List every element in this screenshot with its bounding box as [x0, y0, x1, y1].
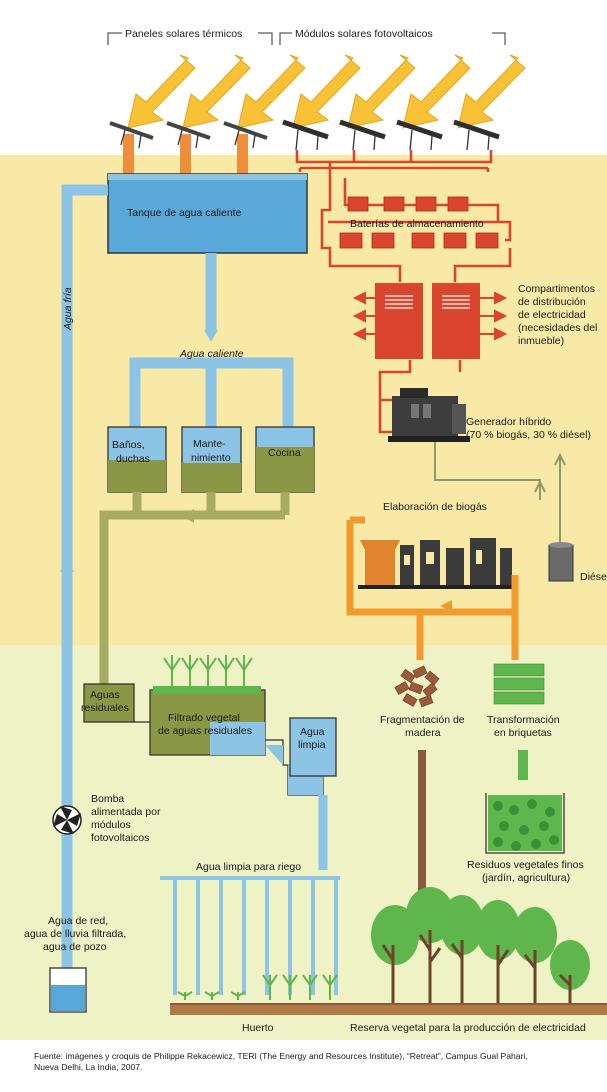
- svg-text:Fragmentación de: Fragmentación de: [380, 714, 465, 726]
- reeds: [163, 655, 253, 686]
- svg-text:Generador híbrido: Generador híbrido: [466, 416, 551, 428]
- svg-text:duchas: duchas: [116, 453, 150, 465]
- wood-feed: [418, 750, 426, 895]
- svg-text:Mante-: Mante-: [193, 438, 226, 450]
- svg-text:alimentada por: alimentada por: [91, 806, 161, 818]
- pump-icon: [52, 805, 82, 835]
- ground-strip: [170, 1003, 607, 1015]
- distribution-label: Compartimentos de distribución de electr…: [518, 283, 597, 347]
- svg-text:limpia: limpia: [298, 739, 326, 751]
- residue-bin: [485, 793, 565, 854]
- room-labels: Baños, duchas Mante- nimiento Cocina: [112, 438, 301, 465]
- biogas-label: Elaboración de biogás: [383, 501, 487, 513]
- svg-text:(jardín, agricultura): (jardín, agricultura): [482, 872, 570, 884]
- svg-text:Aguas: Aguas: [90, 689, 120, 701]
- svg-text:Transformación: Transformación: [487, 714, 560, 726]
- pump-label: Bomba alimentada por módulos fotovoltaic…: [91, 793, 161, 844]
- briquettes: [493, 663, 545, 705]
- water-source-label: Agua de red, agua de lluvia filtrada, ag…: [24, 915, 126, 953]
- reserve-label: Reserva vegetal para la producción de el…: [350, 1022, 586, 1034]
- wood-label: Fragmentación de madera: [380, 714, 465, 739]
- svg-text:Fuente: imágenes y croquis de: Fuente: imágenes y croquis de Philippe R…: [34, 1051, 528, 1061]
- biogas-plant: [346, 516, 519, 616]
- svg-text:agua de pozo: agua de pozo: [43, 941, 107, 953]
- svg-text:fotovoltaicos: fotovoltaicos: [91, 832, 149, 844]
- rooms: [107, 426, 315, 493]
- hot-water-tank: [107, 173, 308, 254]
- svg-text:Agua: Agua: [300, 726, 325, 738]
- ground-strip-top: [170, 1003, 607, 1005]
- sun-arrows: [127, 54, 526, 129]
- pv-modules-label: Módulos solares fotovoltaicos: [295, 28, 433, 40]
- svg-text:Baños,: Baños,: [112, 439, 145, 451]
- pv-panels: [282, 119, 500, 151]
- svg-text:Compartimentos: Compartimentos: [518, 283, 595, 295]
- residue-feed: [518, 750, 528, 780]
- diesel-tank: [548, 542, 574, 582]
- svg-text:(70 % biogás, 30 % diésel): (70 % biogás, 30 % diésel): [466, 429, 591, 441]
- wastewater-arrow: [182, 509, 194, 523]
- svg-text:de distribución: de distribución: [518, 296, 586, 308]
- svg-text:Filtrado vegetal: Filtrado vegetal: [168, 712, 240, 724]
- cold-water-up-arrow: [60, 560, 74, 572]
- source-note: Fuente: imágenes y croquis de Philippe R…: [34, 1051, 528, 1072]
- water-source: [49, 967, 87, 1013]
- hot-water-arrow: [204, 330, 218, 342]
- garden-plants: [177, 974, 338, 1000]
- svg-text:de electricidad: de electricidad: [518, 309, 586, 321]
- thermal-panels: [109, 121, 268, 178]
- diesel-label: Diésel: [580, 571, 607, 583]
- svg-text:(necesidades del: (necesidades del: [518, 322, 597, 334]
- thermal-panels-label: Paneles solares térmicos: [125, 28, 242, 40]
- hot-water-pipes: [129, 253, 294, 430]
- hybrid-generator: [388, 388, 470, 442]
- briquettes-label: Transformación en briquetas: [487, 714, 560, 739]
- clean-water-label: Agua limpia: [298, 726, 326, 751]
- svg-text:en briquetas: en briquetas: [494, 727, 552, 739]
- tank-label: Tanque de agua caliente: [127, 207, 242, 219]
- svg-text:Nueva Delhi, La India, 2007.: Nueva Delhi, La India, 2007.: [34, 1062, 142, 1072]
- svg-text:Residuos vegetales finos: Residuos vegetales finos: [467, 859, 584, 871]
- svg-text:de aguas residuales: de aguas residuales: [158, 725, 252, 737]
- footer-band: [0, 1040, 607, 1092]
- wood-chips: [394, 665, 440, 708]
- svg-text:Agua de red,: Agua de red,: [48, 915, 108, 927]
- svg-text:madera: madera: [405, 727, 441, 739]
- wastewater-filter: [83, 683, 337, 796]
- residues-label: Residuos vegetales finos (jardín, agricu…: [467, 859, 584, 884]
- irrigation-label: Agua limpia para riego: [196, 861, 301, 873]
- batteries-label: Baterías de almacenamiento: [350, 218, 484, 230]
- fuel-lines: [434, 442, 566, 545]
- top-brackets: [107, 32, 506, 45]
- filter-label: Filtrado vegetal de aguas residuales: [158, 712, 252, 737]
- svg-text:nimiento: nimiento: [191, 452, 231, 464]
- svg-text:agua de lluvia filtrada,: agua de lluvia filtrada,: [24, 928, 126, 940]
- svg-text:Bomba: Bomba: [91, 793, 124, 805]
- garden-label: Huerto: [242, 1022, 274, 1034]
- svg-text:inmueble): inmueble): [518, 335, 564, 347]
- svg-text:módulos: módulos: [91, 819, 131, 831]
- cold-water-label: Agua fría: [62, 287, 74, 331]
- wastewater-pipes: [99, 492, 290, 690]
- wastewater-label: Aguas residuales: [81, 689, 129, 714]
- distribution-cabinets: [352, 283, 508, 359]
- cold-water-pipe: [61, 184, 108, 1000]
- biogas-arrow: [440, 600, 452, 612]
- battery-bank: [339, 196, 499, 249]
- hot-water-label: Agua caliente: [179, 348, 244, 360]
- svg-text:residuales: residuales: [81, 702, 129, 714]
- svg-text:Cocina: Cocina: [268, 447, 301, 459]
- biogas-feed-lines: [416, 612, 519, 660]
- electric-wiring: [295, 150, 512, 434]
- generator-label: Generador híbrido (70 % biogás, 30 % dié…: [466, 416, 591, 441]
- tree-reserve: [371, 887, 590, 1005]
